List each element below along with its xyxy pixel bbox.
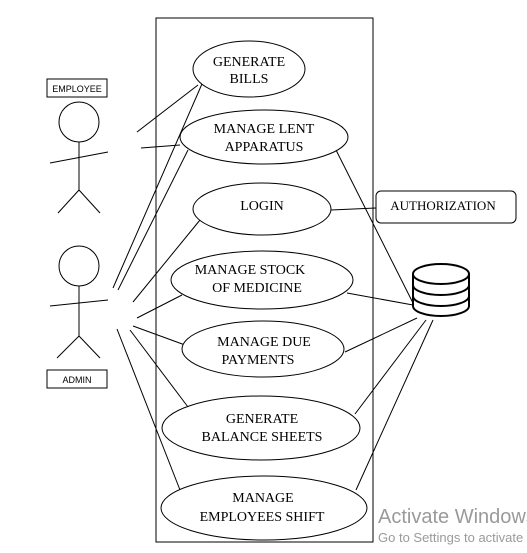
use-case-label-line: MANAGE — [232, 491, 293, 506]
employee-left-leg — [57, 189, 80, 214]
use-case-ellipse — [170, 250, 354, 310]
use-case-ellipse — [192, 182, 332, 236]
lent-apparatus-to-database-line — [334, 147, 415, 306]
admin-to-generate-bills-line — [112, 76, 206, 289]
use-case-label-line: GENERATE — [226, 412, 298, 427]
admin-label-box — [46, 369, 108, 389]
use-case-ellipse — [181, 320, 345, 378]
admin-actor — [46, 245, 109, 389]
balance-sheets-to-database-line — [354, 319, 427, 415]
admin-head — [58, 245, 100, 287]
employee-actor — [46, 78, 109, 214]
use-case-label-line: MANAGE LENT — [214, 122, 315, 137]
use-case-label-line: BILLS — [230, 72, 269, 87]
admin-to-stock-line — [136, 294, 183, 319]
use-case-ellipse — [179, 109, 349, 165]
use-case-label-line: LOGIN — [240, 199, 284, 214]
stock-to-database-line — [346, 292, 414, 306]
use-case-label-line: OF MEDICINE — [212, 281, 302, 296]
employee-to-lent-apparatus-line — [140, 144, 181, 149]
database-icon — [412, 263, 470, 317]
use-case-label-line: APPARATUS — [225, 140, 304, 155]
employee-to-generate-bills-line — [136, 84, 199, 133]
employees-shift-to-database-line — [355, 319, 434, 491]
use-case-label-line: MANAGE STOCK — [195, 263, 306, 278]
authorization-box: AUTHORIZATION — [375, 190, 517, 224]
employee-head — [58, 101, 100, 143]
admin-associations — [112, 76, 206, 491]
use-case-manage-employees-shift: MANAGE EMPLOYEES SHIFT — [160, 475, 368, 541]
system-boundary — [155, 17, 374, 543]
use-case-manage-due-payments: MANAGE DUE PAYMENTS — [181, 320, 345, 378]
admin-to-due-payments-line — [132, 325, 186, 346]
use-case-ellipse — [161, 395, 361, 461]
admin-to-login-line — [132, 219, 201, 303]
use-case-label-line: MANAGE DUE — [217, 335, 311, 350]
use-case-ellipse — [160, 475, 368, 541]
admin-to-employees-shift-line — [116, 328, 181, 491]
employee-arms — [49, 151, 109, 164]
due-payments-to-database-line — [344, 317, 418, 353]
activation-watermark-title: Activate Windows — [378, 506, 527, 528]
admin-left-leg — [56, 335, 80, 359]
database-cylinder-top — [412, 263, 470, 285]
admin-label: ADMIN — [63, 375, 92, 385]
use-case-manage-stock-of-medicine: MANAGE STOCK OF MEDICINE — [170, 250, 354, 310]
admin-to-balance-sheets-line — [129, 329, 189, 408]
use-case-generate-bills: GENERATE BILLS — [192, 40, 306, 98]
database-associations — [330, 147, 434, 491]
database-band-2 — [412, 295, 470, 307]
database-band-1 — [412, 284, 470, 296]
login-to-authorization-line — [330, 207, 377, 211]
use-case-label-line: EMPLOYEES SHIFT — [200, 510, 325, 525]
activation-watermark-subtitle: Go to Settings to activate Windows. — [378, 530, 527, 545]
authorization-rect — [375, 190, 517, 224]
admin-to-lent-apparatus-line — [117, 149, 189, 291]
use-case-manage-lent-apparatus: MANAGE LENT APPARATUS — [179, 109, 349, 165]
use-case-label-line: GENERATE — [213, 55, 285, 70]
employee-label: EMPLOYEE — [52, 84, 102, 94]
employee-right-leg — [78, 189, 101, 214]
use-case-label-line: PAYMENTS — [222, 353, 295, 368]
use-case-login: LOGIN — [192, 182, 332, 236]
use-case-label-line: BALANCE SHEETS — [202, 430, 323, 445]
admin-arms — [49, 299, 109, 307]
admin-right-leg — [78, 335, 101, 359]
use-case-generate-balance-sheets: GENERATE BALANCE SHEETS — [161, 395, 361, 461]
use-case-ellipse — [192, 40, 306, 98]
employee-label-box — [46, 78, 108, 98]
employee-associations — [136, 84, 199, 149]
authorization-label: AUTHORIZATION — [390, 198, 496, 213]
